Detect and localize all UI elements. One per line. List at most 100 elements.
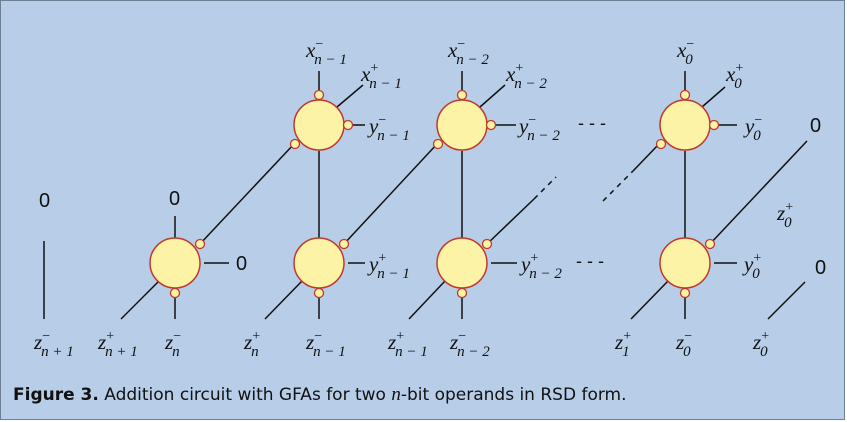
label-index: 1 — [622, 344, 630, 360]
label-sign: − — [754, 113, 762, 128]
bubble — [679, 89, 691, 101]
bubble — [655, 138, 667, 150]
bubble — [342, 119, 354, 131]
label-z-minus-n-minus-2: z−n − 2 — [449, 329, 490, 360]
label-base: y — [517, 114, 529, 138]
bubble — [481, 238, 493, 250]
label-base: y — [367, 252, 379, 276]
label-y-plus-0: y+0 — [742, 251, 761, 282]
label-base: z — [614, 330, 623, 354]
bubble — [708, 119, 720, 131]
label-z-plus-0-bottom: z+0 — [752, 329, 769, 360]
bubble — [338, 238, 350, 250]
label-base: z — [97, 330, 106, 354]
label-base: z — [387, 330, 396, 354]
label-sign: + — [753, 251, 761, 266]
label-x-plus-0: x+0 — [725, 61, 743, 92]
label-x-plus-n1: x+n − 1 — [360, 61, 402, 92]
label-index: n − 2 — [456, 52, 489, 68]
label-x-minus-n1: x−n − 1 — [305, 37, 347, 68]
variable-labels: x−n − 1 x+n − 1 y−n − 1 x−n − 2 x+n − 2 … — [33, 37, 793, 360]
label-base: z — [675, 330, 684, 354]
label-sign: + — [370, 61, 378, 76]
bubble — [456, 287, 468, 299]
zero-top-node-label: 0 — [169, 188, 180, 210]
bubble — [169, 287, 181, 299]
label-base: x — [505, 62, 516, 86]
label-base: z — [752, 330, 761, 354]
label-base: y — [742, 252, 754, 276]
label-z-minus-n: z−n — [164, 329, 181, 360]
label-sign: − — [684, 329, 692, 344]
label-z-minus-n-minus-1: z−n − 1 — [305, 329, 346, 360]
label-sign: − — [528, 113, 536, 128]
label-base: y — [367, 114, 379, 138]
gfa-node-top-0 — [659, 99, 711, 151]
wire — [264, 280, 303, 320]
label-y-minus-n2: y−n − 2 — [517, 113, 560, 144]
label-index: 0 — [683, 344, 691, 360]
label-base: z — [776, 201, 785, 225]
gfa-node-bottom-n1 — [293, 237, 345, 289]
label-base: x — [447, 38, 458, 62]
label-index: n − 2 — [529, 266, 562, 282]
label-z-plus-n: z+n — [243, 329, 260, 360]
label-sign: − — [686, 37, 694, 52]
label-index: 0 — [685, 52, 693, 68]
bubble — [704, 238, 716, 250]
label-base: z — [305, 330, 314, 354]
label-z-plus-n-plus-1: z+n + 1 — [97, 329, 138, 360]
label-y-plus-n2: y+n − 2 — [519, 251, 562, 282]
zero-bottom-right-label: 0 — [815, 257, 826, 279]
wire — [767, 281, 806, 320]
figure-label: Figure 3. — [13, 385, 99, 405]
gfa-node-top-n2 — [436, 99, 488, 151]
label-index: n − 1 — [395, 344, 428, 360]
label-base: z — [33, 330, 42, 354]
label-x-minus-n2: x−n − 2 — [447, 37, 489, 68]
label-base: x — [360, 62, 371, 86]
label-z-minus-0-bottom: z−0 — [675, 329, 692, 360]
caption-text-before: Addition circuit with GFAs for two — [98, 385, 392, 405]
label-index: 0 — [784, 215, 792, 231]
label-sign: + — [530, 251, 538, 266]
bubble — [194, 238, 206, 250]
label-sign: + — [761, 329, 769, 344]
wire — [485, 198, 535, 246]
bubble — [289, 138, 301, 150]
wire — [479, 84, 506, 108]
label-index: n + 1 — [41, 344, 74, 360]
bubble — [432, 138, 444, 150]
label-base: z — [449, 330, 458, 354]
label-sign: + — [623, 329, 631, 344]
wire — [602, 170, 634, 202]
label-index: n — [251, 344, 259, 360]
label-index: n − 1 — [314, 52, 347, 68]
wire — [632, 143, 660, 172]
label-base: x — [676, 38, 687, 62]
label-sign: + — [785, 200, 793, 215]
label-sign: + — [378, 251, 386, 266]
bubble — [313, 89, 325, 101]
label-index: n + 1 — [105, 344, 138, 360]
label-sign: − — [378, 113, 386, 128]
label-index: 0 — [734, 76, 742, 92]
ellipsis-top: - - - — [578, 113, 606, 133]
label-base: z — [164, 330, 173, 354]
label-sign: + — [515, 61, 523, 76]
label-sign: + — [252, 329, 260, 344]
wire — [336, 84, 364, 108]
label-index: 0 — [752, 266, 760, 282]
caption-variable: n — [391, 384, 401, 405]
label-sign: − — [457, 37, 465, 52]
wires — [43, 71, 808, 320]
zero-top-right-label: 0 — [810, 115, 821, 137]
label-index: n − 1 — [377, 266, 410, 282]
wire — [708, 140, 808, 246]
gfa-node-top-n1 — [293, 99, 345, 151]
label-index: n − 2 — [527, 128, 560, 144]
label-sign: − — [314, 329, 322, 344]
wire — [408, 280, 446, 320]
wire — [342, 143, 438, 246]
